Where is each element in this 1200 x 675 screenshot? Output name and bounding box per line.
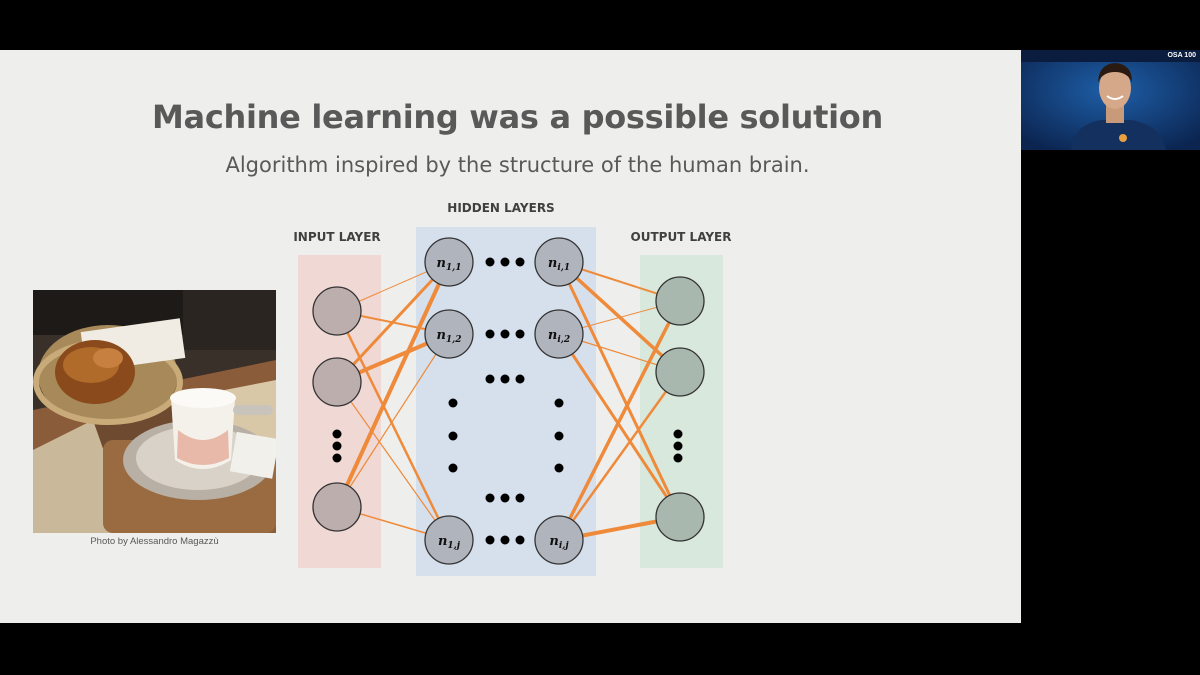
- hidden-node-n1j: n1,j: [424, 515, 474, 565]
- slide-subtitle: Algorithm inspired by the structure of t…: [225, 153, 810, 177]
- hidden-ellipsis-dots: [448, 257, 564, 545]
- hidden-node-n12: n1,2: [424, 309, 474, 359]
- hidden-node-n11: n1,1: [424, 237, 474, 287]
- svg-text:n1,j: n1,j: [438, 534, 461, 551]
- input-node: [312, 357, 362, 407]
- hidden-node-ni2: ni,2: [534, 309, 584, 359]
- neural-network-diagram: INPUT LAYER HIDDEN LAYERS OUTPUT LAYER n…: [293, 201, 732, 576]
- input-layer-label: INPUT LAYER: [293, 230, 380, 244]
- presenter-webcam: OSA 100: [1021, 50, 1200, 150]
- slide-title: Machine learning was a possible solution: [152, 98, 883, 136]
- input-ellipsis-dots: [332, 429, 342, 463]
- input-node: [312, 482, 362, 532]
- output-ellipsis-dots: [673, 429, 683, 463]
- food-photo: [33, 290, 276, 533]
- input-node: [312, 286, 362, 336]
- photo-caption: Photo by Alessandro Magazzù: [90, 536, 219, 547]
- svg-text:ni,1: ni,1: [548, 256, 570, 273]
- output-node: [655, 347, 705, 397]
- output-node: [655, 492, 705, 542]
- output-node: [655, 276, 705, 326]
- svg-text:n1,1: n1,1: [436, 256, 461, 273]
- hidden-layers-label: HIDDEN LAYERS: [447, 201, 554, 215]
- osa-watermark: OSA 100: [1167, 52, 1196, 59]
- output-layer-label: OUTPUT LAYER: [631, 230, 732, 244]
- presentation-slide: Machine learning was a possible solution…: [0, 50, 1021, 623]
- hidden-node-nij: ni,j: [534, 515, 584, 565]
- svg-text:ni,j: ni,j: [549, 534, 569, 551]
- hidden-node-ni1: ni,1: [534, 237, 584, 287]
- svg-text:ni,2: ni,2: [548, 328, 570, 345]
- svg-text:n1,2: n1,2: [436, 328, 461, 345]
